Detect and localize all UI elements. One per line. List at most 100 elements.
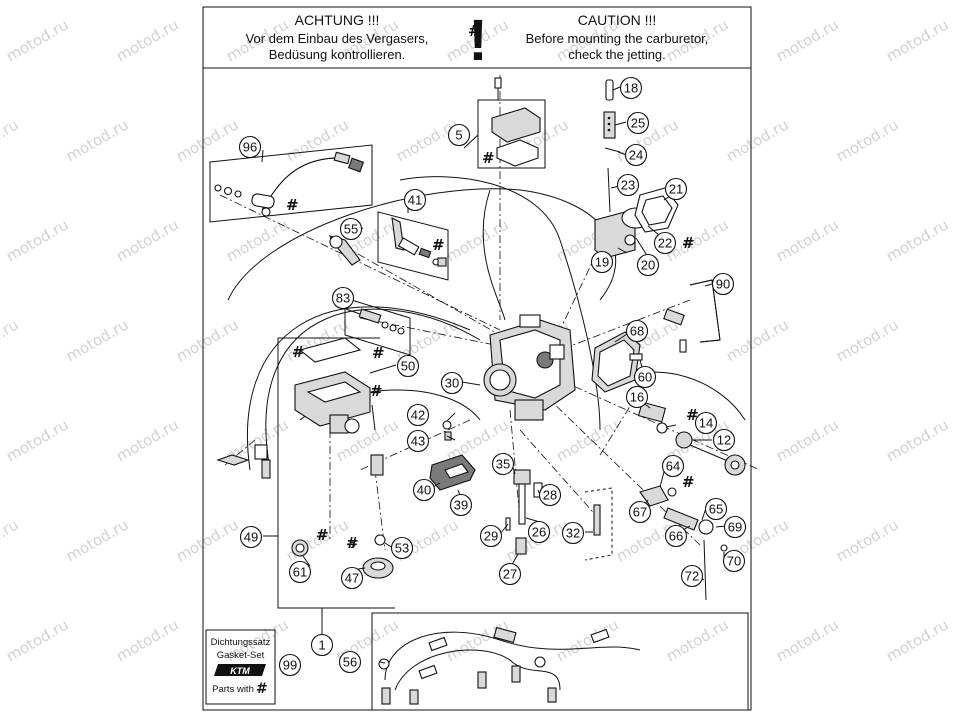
- watermark-text: motod.ru: [3, 215, 72, 265]
- watermark-text: motod.ru: [833, 315, 902, 365]
- gasket-hash-marker: #: [370, 382, 383, 400]
- callout-number: 65: [709, 502, 723, 517]
- callout-number: 99: [283, 658, 297, 673]
- callout-circle: [339, 217, 363, 241]
- callout-26: 26: [527, 520, 551, 544]
- callout-number: 49: [244, 530, 258, 545]
- callout-circle: [491, 452, 515, 476]
- part-18-25-needle-parts: [603, 79, 621, 213]
- callout-64: 64: [661, 454, 685, 478]
- callout-30: 30: [440, 371, 464, 395]
- callout-circle: [722, 549, 746, 573]
- carburetor-body: [483, 314, 576, 421]
- callout-22: 22: [653, 231, 677, 255]
- part-39-43-sensor: [429, 420, 476, 491]
- part-90-bracket: [663, 279, 721, 353]
- callout-circle: [310, 633, 334, 657]
- watermark-text: motod.ru: [443, 215, 512, 265]
- watermark-layer: motod.ru motod.ru motod.ru motod.ru motod.ru…: [0, 15, 952, 665]
- callout-number: 19: [595, 255, 609, 270]
- callout-circle: [538, 483, 562, 507]
- watermark-text: motod.ru: [173, 315, 242, 365]
- callout-circle: [680, 564, 704, 588]
- watermark-text: motod.ru: [723, 115, 792, 165]
- callout-number: 1: [318, 638, 325, 653]
- callout-circle: [527, 520, 551, 544]
- callout-number: 14: [699, 416, 713, 431]
- watermark-text: motod.ru: [113, 615, 182, 665]
- part-47-61-bowl-parts: [291, 534, 394, 579]
- watermark-text: motod.ru: [0, 115, 22, 165]
- callout-number: 61: [293, 565, 307, 580]
- callout-circle: [712, 428, 736, 452]
- callout-number: 29: [484, 529, 498, 544]
- callout-number: 12: [717, 433, 731, 448]
- callout-42: 42: [406, 403, 430, 427]
- callout-number: 67: [633, 505, 647, 520]
- gasket-set-parts-with: Parts with: [212, 684, 254, 695]
- gasket-hash-marker: #: [346, 534, 359, 552]
- callout-circle: [449, 493, 473, 517]
- callout-41: 41: [403, 188, 427, 212]
- watermark-text: motod.ru: [553, 615, 622, 665]
- callout-90: 90: [711, 272, 735, 296]
- callout-circle: [711, 272, 735, 296]
- callout-circle: [479, 524, 503, 548]
- part-49-float-bowl-group: [216, 337, 395, 609]
- callout-circle: [626, 111, 650, 135]
- callout-49: 49: [239, 525, 263, 549]
- callout-25: 25: [626, 111, 650, 135]
- watermark-text: motod.ru: [883, 15, 952, 65]
- callout-circle: [390, 536, 414, 560]
- callout-18: 18: [619, 76, 643, 100]
- callout-70: 70: [722, 549, 746, 573]
- callout-39: 39: [449, 493, 473, 517]
- part-56-hose-set: [371, 612, 749, 711]
- callout-circle: [412, 478, 436, 502]
- callout-32: 32: [561, 521, 585, 545]
- callout-number: 83: [336, 291, 350, 306]
- callout-number: 32: [566, 526, 580, 541]
- part-68-cover: [591, 331, 643, 393]
- callout-circle: [498, 562, 522, 586]
- callout-circle: [628, 500, 652, 524]
- callout-number: 70: [727, 554, 741, 569]
- ktm-logo-text: KTM: [230, 666, 250, 676]
- callout-number: 42: [411, 408, 425, 423]
- warning-header: ACHTUNG !!! Vor dem Einbau des Vergasers…: [203, 8, 751, 73]
- callout-1: 1: [310, 633, 334, 657]
- gasket-hash-marker: #: [316, 526, 329, 544]
- callout-21: 21: [664, 177, 688, 201]
- callout-5: 5: [447, 123, 471, 147]
- callout-number: 53: [395, 541, 409, 556]
- callout-68: 68: [625, 319, 649, 343]
- watermark-text: motod.ru: [723, 315, 792, 365]
- callout-23: 23: [616, 173, 640, 197]
- gasket-set-line2: Gasket-Set: [217, 650, 265, 661]
- watermark-text: motod.ru: [173, 515, 242, 565]
- callout-circle: [616, 173, 640, 197]
- callout-56: 56: [338, 650, 362, 674]
- gasket-hash-marker: #: [468, 22, 481, 40]
- gasket-set-box: Dichtungssatz Gasket-Set KTM Parts with …: [205, 629, 276, 705]
- callout-number: 39: [454, 498, 468, 513]
- callout-number: 16: [630, 390, 644, 405]
- callout-circle: [440, 371, 464, 395]
- part-5-top-cover: [477, 77, 546, 169]
- gasket-hash-marker: #: [372, 344, 385, 362]
- callout-67: 67: [628, 500, 652, 524]
- part-96-cable: [209, 144, 373, 223]
- diagram-frame: [202, 6, 752, 711]
- ktm-logo: KTM: [214, 664, 266, 676]
- callout-96: 96: [238, 135, 262, 159]
- callout-circle: [406, 429, 430, 453]
- callout-circle: [664, 177, 688, 201]
- callout-number: 5: [455, 128, 462, 143]
- callout-circle: [625, 319, 649, 343]
- callout-14: 14: [694, 411, 718, 435]
- callout-circle: [723, 515, 747, 539]
- header-right-line2: check the jetting.: [568, 47, 666, 62]
- callout-number: 96: [243, 140, 257, 155]
- callout-number: 21: [669, 182, 683, 197]
